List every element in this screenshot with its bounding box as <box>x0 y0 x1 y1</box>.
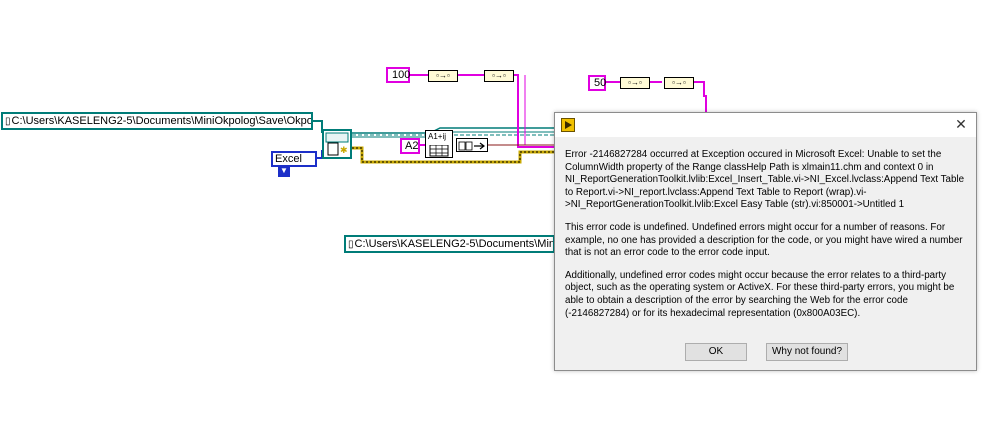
conversion-node-1[interactable]: ▫→▫ <box>428 70 458 82</box>
enum-constant-excel-text: Excel <box>275 153 302 165</box>
error-paragraph-3: Additionally, undefined error codes migh… <box>565 269 955 319</box>
error-paragraph-1: Error -2146827284 occurred at Exception … <box>565 149 965 211</box>
array-arrow-icon <box>458 141 485 151</box>
path-icon: ▯ <box>5 116 11 127</box>
numeric-constant-100[interactable]: 100 <box>386 67 410 83</box>
ok-button[interactable]: OK <box>685 343 747 361</box>
new-report-vi[interactable]: ✱ <box>322 129 352 159</box>
report-icon: ✱ <box>325 132 349 156</box>
numeric-constant-50[interactable]: 50 <box>588 75 606 91</box>
table-grid-icon <box>429 145 449 157</box>
path-constant-okpo-text: C:\Users\KASELENG2-5\Documents\MiniOkpol… <box>11 115 313 127</box>
why-not-found-button[interactable]: Why not found? <box>766 343 848 361</box>
path-constant-minio[interactable]: ▯C:\Users\KASELENG2-5\Documents\MiniOk <box>344 235 555 253</box>
error-dialog: ✕ Error -2146827284 occurred at Exceptio… <box>554 112 977 371</box>
refnum-wire <box>352 146 555 164</box>
conversion-node-4[interactable]: ▫→▫ <box>664 77 694 89</box>
path-constant-okpo[interactable]: ▯C:\Users\KASELENG2-5\Documents\MiniOkpo… <box>1 112 313 130</box>
enum-constant-excel[interactable]: Excel▼ <box>271 151 317 177</box>
svg-text:✱: ✱ <box>340 146 348 156</box>
build-array-node[interactable] <box>456 138 488 152</box>
conversion-node-2[interactable]: ▫→▫ <box>484 70 514 82</box>
conversion-node-3[interactable]: ▫→▫ <box>620 77 650 89</box>
path-constant-minio-text: C:\Users\KASELENG2-5\Documents\MiniOk <box>354 238 555 250</box>
dropdown-arrow-icon: ▼ <box>278 165 290 177</box>
labview-warning-icon <box>561 118 575 132</box>
close-icon[interactable]: ✕ <box>955 117 967 133</box>
path-icon: ▯ <box>348 239 354 250</box>
node-label: A1+ij <box>428 132 447 141</box>
error-paragraph-2: This error code is undefined. Undefined … <box>565 221 963 259</box>
dialog-titlebar[interactable]: ✕ <box>555 113 976 137</box>
error-message: Error -2146827284 occurred at Exception … <box>565 149 971 330</box>
string-constant-a2[interactable]: A2 <box>400 138 420 154</box>
table-insert-node[interactable]: A1+ij <box>425 130 453 158</box>
